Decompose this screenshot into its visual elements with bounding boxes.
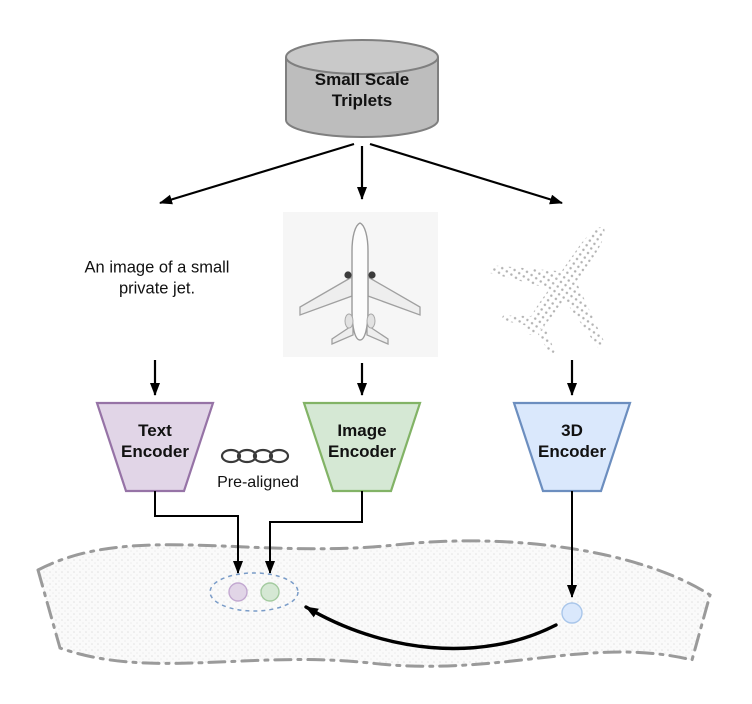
image-embedding-dot bbox=[260, 582, 280, 602]
triplet-arrow-text bbox=[159, 142, 355, 205]
dataset-label: Small Scale Triplets bbox=[314, 69, 410, 110]
airplane-top-view-image bbox=[283, 212, 438, 357]
chain-link-icon bbox=[220, 448, 290, 464]
alignment-ellipse bbox=[209, 572, 299, 612]
airplane-point-cloud bbox=[489, 226, 605, 356]
embedding-manifold bbox=[36, 539, 712, 668]
text-encoder-label: Text Encoder bbox=[120, 420, 190, 461]
text-encoder-shape bbox=[95, 401, 215, 493]
text-embedding-connector bbox=[154, 491, 243, 574]
image-embedding-connector bbox=[265, 491, 363, 574]
image-encoder-label: Image Encoder bbox=[327, 420, 397, 461]
triplet-arrow-3d bbox=[369, 142, 563, 205]
threed-embedding-dot bbox=[561, 602, 583, 624]
threed-encoder-label: 3D Encoder bbox=[537, 420, 607, 461]
prealigned-label: Pre-aligned bbox=[217, 474, 299, 491]
database-cylinder-icon bbox=[285, 39, 439, 138]
alignment-arrow bbox=[304, 605, 558, 651]
threed-encoder-shape bbox=[512, 401, 632, 493]
text-embedding-dot bbox=[228, 582, 248, 602]
image-encoder-shape bbox=[302, 401, 422, 493]
text-modality-caption: An image of a small private jet. bbox=[84, 258, 230, 298]
